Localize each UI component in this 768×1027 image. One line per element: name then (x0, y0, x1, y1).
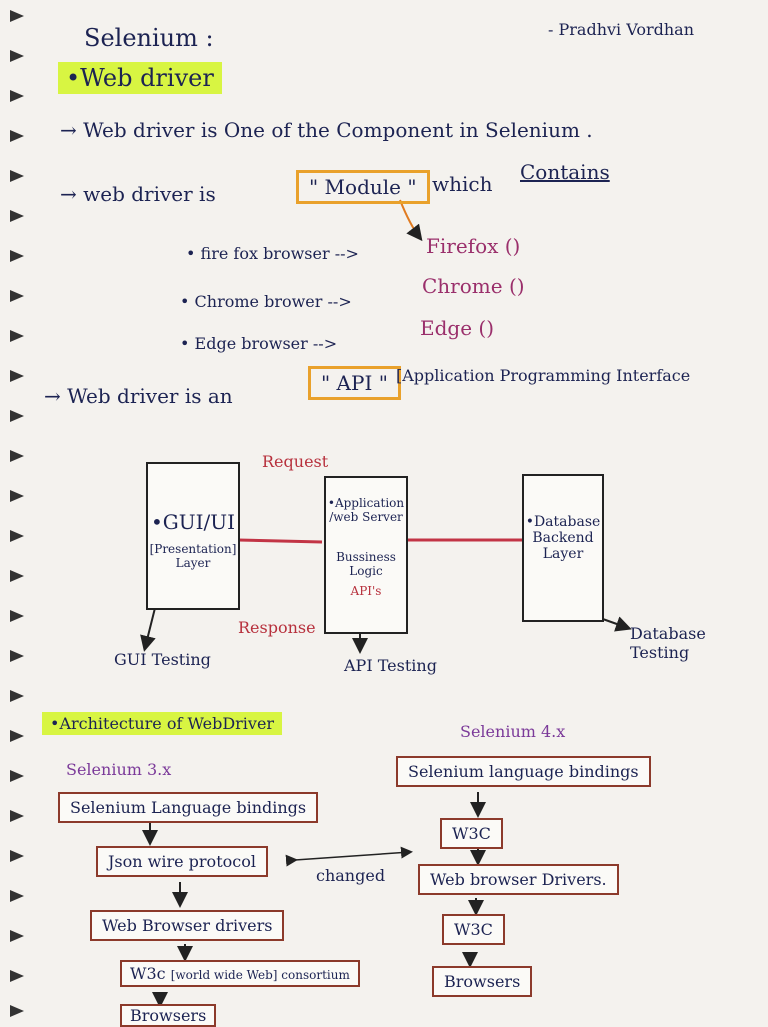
s4-browsers-box: Browsers (432, 966, 533, 997)
s3-drivers-box: Web Browser drivers (90, 910, 285, 941)
spiral-binding (10, 10, 24, 1017)
s3-json-box: Json wire protocol (96, 846, 268, 877)
app-layer-sub: Bussiness Logic (336, 550, 396, 578)
request-label: Request (262, 452, 329, 471)
line-module-prefix: → web driver is (60, 182, 216, 206)
gui-layer-box: •GUI/UI [Presentation] Layer (146, 462, 240, 610)
bullet-chrome: • Chrome brower --> (180, 292, 352, 311)
selenium-3-label: Selenium 3.x (66, 760, 172, 779)
s4-w3c-box-1: W3C (440, 818, 503, 849)
changed-label: changed (316, 866, 386, 885)
chrome-method: Chrome () (422, 274, 525, 298)
s3-bindings-box: Selenium Language bindings (58, 792, 319, 823)
edge-method: Edge () (420, 316, 495, 340)
gui-layer-sub: [Presentation] Layer (149, 542, 237, 570)
selenium-4-label: Selenium 4.x (460, 722, 566, 741)
api-expansion: [Application Programming Interface (396, 366, 691, 385)
app-layer-box: •Application /web Server Bussiness Logic… (324, 476, 408, 634)
line-api-prefix: → Web driver is an (44, 384, 233, 408)
api-box: " API " (308, 366, 401, 400)
bullet-edge: • Edge browser --> (180, 334, 338, 353)
app-layer-title: •Application /web Server (327, 496, 405, 524)
firefox-method: Firefox () (426, 234, 521, 258)
section-web-driver: •Web driver (58, 62, 222, 94)
bullet-firefox: • fire fox browser --> (186, 244, 359, 263)
line-component: → Web driver is One of the Component in … (60, 118, 593, 142)
module-box: " Module " (296, 170, 430, 204)
s3-w3c-label: W3c (130, 964, 166, 983)
db-layer-box: •Database Backend Layer (522, 474, 604, 622)
db-layer-title: •Database Backend Layer (525, 514, 601, 562)
s3-w3c-box: W3c [world wide Web] consortium (120, 960, 360, 987)
line-which: which (432, 172, 493, 196)
line-contains: Contains (520, 160, 610, 184)
gui-testing-label: GUI Testing (114, 650, 211, 669)
s3-w3c-note: [world wide Web] consortium (170, 968, 350, 982)
response-label: Response (238, 618, 316, 637)
page-title: Selenium : (84, 24, 214, 52)
apis-label: API's (350, 584, 382, 598)
author: - Pradhvi Vordhan (548, 20, 694, 39)
s4-drivers-box: Web browser Drivers. (418, 864, 619, 895)
s4-bindings-box: Selenium language bindings (396, 756, 651, 787)
s4-w3c-box-2: W3C (442, 914, 505, 945)
db-testing-label: Database Testing (630, 624, 706, 662)
section-architecture: •Architecture of WebDriver (42, 712, 283, 735)
api-testing-label: API Testing (344, 656, 437, 675)
gui-layer-title: •GUI/UI (150, 510, 236, 534)
